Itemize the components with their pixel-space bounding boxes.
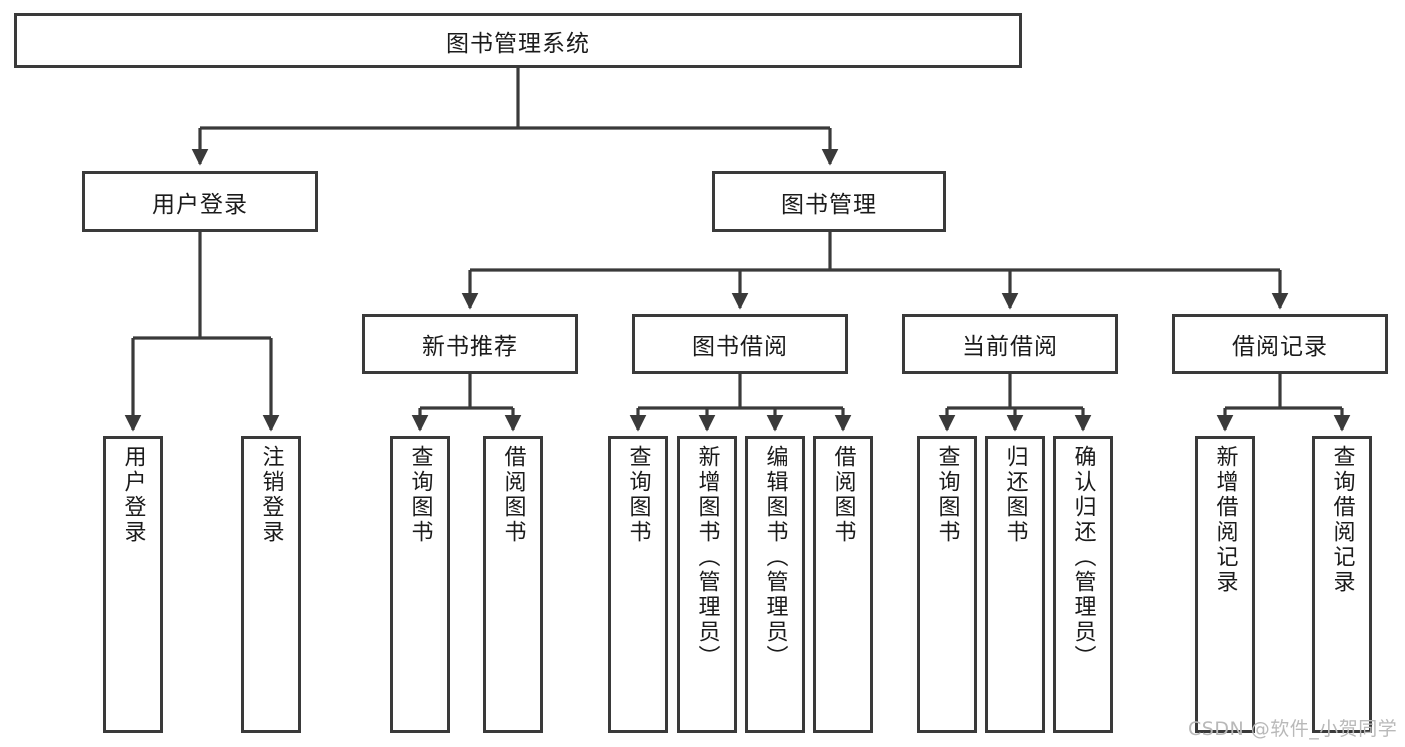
watermark: CSDN @软件_小贺同学 <box>1188 718 1398 740</box>
node-level3-1[interactable]: 新书推荐 <box>362 314 578 374</box>
node-level2-2[interactable]: 图书管理 <box>712 171 946 232</box>
node-leaf-10[interactable]: 归还图书 <box>985 436 1045 733</box>
node-leaf-6[interactable]: 新增图书（管理员） <box>677 436 737 733</box>
node-root-label: 图书管理系统 <box>446 30 590 57</box>
node-leaf-10-label: 归还图书 <box>1002 445 1028 545</box>
node-leaf-13[interactable]: 查询借阅记录 <box>1312 436 1372 733</box>
node-level2-1-label: 用户登录 <box>152 191 248 218</box>
node-level3-2[interactable]: 图书借阅 <box>632 314 848 374</box>
node-leaf-11-label: 确认归还（管理员） <box>1070 445 1096 670</box>
node-leaf-9[interactable]: 查询图书 <box>917 436 977 733</box>
node-leaf-2-label: 注销登录 <box>258 445 284 545</box>
node-leaf-6-label: 新增图书（管理员） <box>694 445 720 670</box>
node-leaf-3-label: 查询图书 <box>407 445 433 545</box>
node-leaf-7[interactable]: 编辑图书（管理员） <box>745 436 805 733</box>
node-leaf-7-label: 编辑图书（管理员） <box>762 445 788 670</box>
node-leaf-11[interactable]: 确认归还（管理员） <box>1053 436 1113 733</box>
node-leaf-12-label: 新增借阅记录 <box>1212 445 1238 595</box>
node-level3-4-label: 借阅记录 <box>1232 334 1328 360</box>
node-leaf-1-label: 用户登录 <box>120 445 146 545</box>
node-level3-3-label: 当前借阅 <box>962 334 1058 360</box>
node-leaf-4-label: 借阅图书 <box>500 445 526 545</box>
node-leaf-2[interactable]: 注销登录 <box>241 436 301 733</box>
node-root[interactable]: 图书管理系统 <box>14 13 1022 68</box>
node-leaf-8-label: 借阅图书 <box>830 445 856 545</box>
node-leaf-13-label: 查询借阅记录 <box>1329 445 1355 595</box>
node-level3-4[interactable]: 借阅记录 <box>1172 314 1388 374</box>
node-leaf-9-label: 查询图书 <box>934 445 960 545</box>
node-level3-1-label: 新书推荐 <box>422 334 518 360</box>
node-leaf-4[interactable]: 借阅图书 <box>483 436 543 733</box>
node-leaf-5[interactable]: 查询图书 <box>608 436 668 733</box>
node-leaf-12[interactable]: 新增借阅记录 <box>1195 436 1255 733</box>
node-level3-3[interactable]: 当前借阅 <box>902 314 1118 374</box>
node-level3-2-label: 图书借阅 <box>692 334 788 360</box>
node-level2-1[interactable]: 用户登录 <box>82 171 318 232</box>
node-level2-2-label: 图书管理 <box>781 191 877 218</box>
node-leaf-5-label: 查询图书 <box>625 445 651 545</box>
node-leaf-8[interactable]: 借阅图书 <box>813 436 873 733</box>
node-leaf-1[interactable]: 用户登录 <box>103 436 163 733</box>
node-leaf-3[interactable]: 查询图书 <box>390 436 450 733</box>
